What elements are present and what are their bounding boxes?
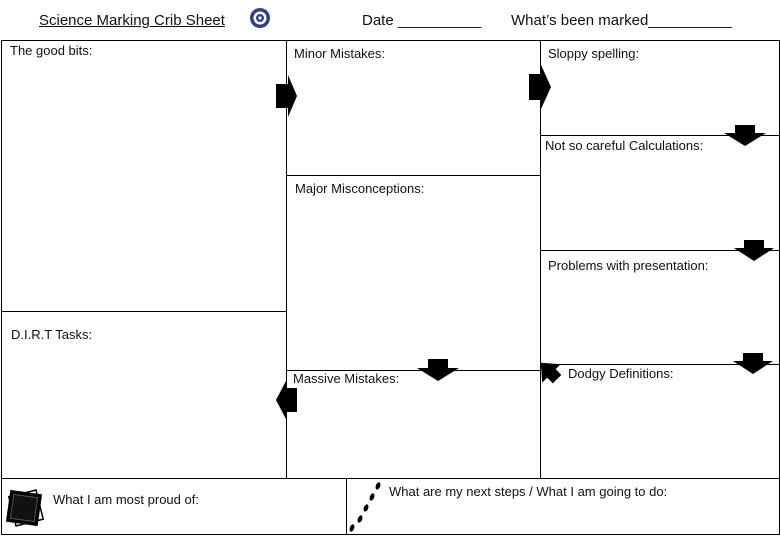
massive-mistakes-box <box>286 370 541 479</box>
school-crest-icon <box>250 8 270 28</box>
marked-label: What’s been marked__________ <box>511 12 732 29</box>
major-misconceptions-label: Major Misconceptions: <box>295 181 425 196</box>
major-misconceptions-box <box>286 175 541 371</box>
massive-mistakes-label: Massive Mistakes: <box>293 371 400 386</box>
good-bits-label: The good bits: <box>10 43 93 58</box>
proud-of-label: What I am most proud of: <box>53 492 199 507</box>
sloppy-spelling-label: Sloppy spelling: <box>548 46 640 61</box>
good-bits-box <box>1 40 287 312</box>
page-title: Science Marking Crib Sheet <box>39 12 225 29</box>
dirt-tasks-label: D.I.R.T Tasks: <box>11 327 93 342</box>
next-steps-label: What are my next steps / What I am going… <box>389 484 668 499</box>
dodgy-definitions-label: Dodgy Definitions: <box>568 366 674 381</box>
minor-mistakes-label: Minor Mistakes: <box>294 46 386 61</box>
proud-of-box <box>1 478 347 535</box>
presentation-label: Problems with presentation: <box>548 258 709 273</box>
next-steps-box <box>346 478 780 535</box>
calculations-label: Not so careful Calculations: <box>545 138 704 153</box>
dirt-tasks-box <box>1 311 287 479</box>
dodgy-definitions-box <box>540 364 780 479</box>
date-label: Date __________ <box>362 12 482 29</box>
